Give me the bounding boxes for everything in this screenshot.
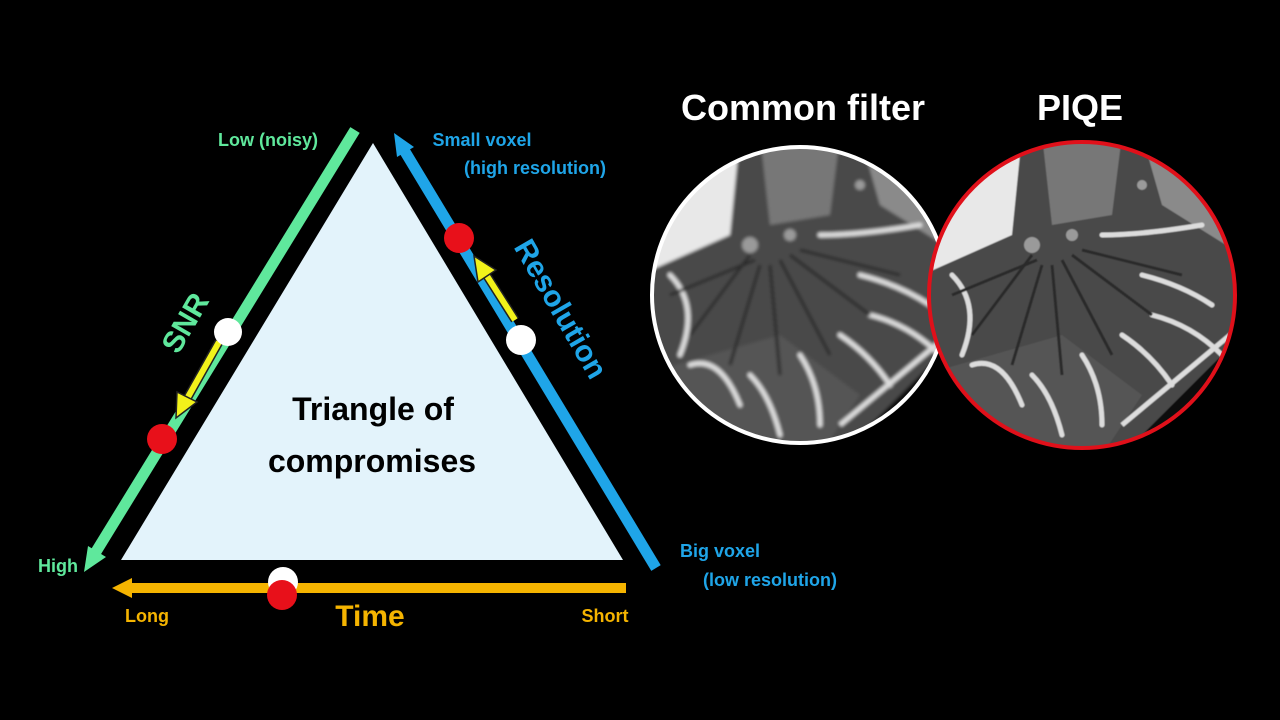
- snr-shift-arrow: [175, 339, 223, 420]
- snr-end-top-label: Low (noisy): [218, 130, 318, 150]
- time-end-right-label: Short: [582, 606, 629, 626]
- resolution-arrow-head: [394, 133, 414, 157]
- common-filter-title: Common filter: [681, 87, 925, 128]
- piqe-image: [927, 140, 1237, 450]
- resolution-end-top-label-line2: (high resolution): [464, 158, 606, 178]
- time-axis: [112, 578, 626, 598]
- common-filter-image: [650, 145, 950, 445]
- resolution-marker-before: [506, 325, 536, 355]
- snr-end-bottom-label: High: [38, 556, 78, 576]
- snr-marker-before: [214, 318, 242, 346]
- resolution-marker-after: [444, 223, 474, 253]
- snr-marker-after: [147, 424, 177, 454]
- snr-arrow-head: [84, 546, 106, 572]
- time-end-left-label: Long: [125, 606, 169, 626]
- snr-axis-label: SNR: [156, 287, 216, 359]
- resolution-end-top-label-line1: Small voxel: [432, 130, 531, 150]
- resolution-end-bottom-label-line2: (low resolution): [703, 570, 837, 590]
- triangle-title-line1: Triangle of: [292, 391, 454, 427]
- resolution-axis: [394, 133, 661, 571]
- resolution-end-bottom-label-line1: Big voxel: [680, 541, 760, 561]
- piqe-title: PIQE: [1037, 87, 1123, 128]
- time-axis-label: Time: [335, 600, 404, 633]
- resolution-shift-arrow: [473, 254, 519, 323]
- resolution-axis-label: Resolution: [507, 234, 613, 385]
- time-arrow-head: [112, 578, 132, 598]
- time-marker-after: [267, 580, 297, 610]
- triangle-title-line2: compromises: [268, 443, 476, 479]
- triangle-of-compromises: [121, 143, 623, 560]
